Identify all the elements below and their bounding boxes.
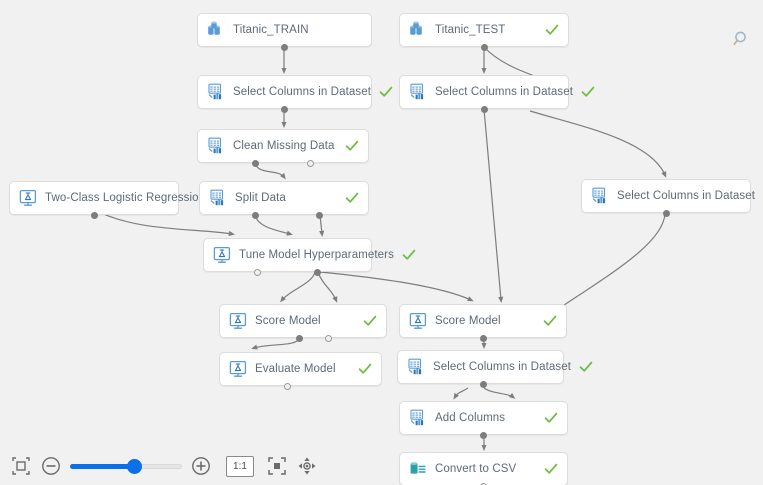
pan-button[interactable]	[292, 451, 322, 481]
node-port[interactable]	[480, 431, 487, 439]
model-icon	[213, 246, 231, 263]
node-label: Select Columns in Dataset	[233, 86, 372, 98]
node-port[interactable]	[296, 334, 304, 342]
zoom-out-button[interactable]	[36, 451, 66, 481]
pan-icon	[298, 457, 316, 475]
bottom-toolbar[interactable]: 1:1	[0, 447, 763, 485]
status-check-icon	[544, 412, 558, 423]
status-check-icon	[345, 192, 359, 203]
node-tune-model[interactable]: Tune Model Hyperparameters	[203, 238, 416, 272]
status-check-icon	[543, 315, 557, 326]
model-icon	[19, 189, 37, 206]
node-label: Convert to CSV	[435, 463, 517, 475]
node-select-cols-2[interactable]: Select Columns in Dataset	[399, 75, 595, 109]
zoom-in-button[interactable]	[186, 451, 216, 481]
node-titanic-train[interactable]: Titanic_TRAIN	[197, 13, 372, 47]
fit-selection-icon	[12, 457, 30, 475]
node-score-model-2[interactable]: Score Model	[399, 304, 567, 338]
node-label: Add Columns	[435, 412, 506, 424]
zoom-slider-thumb[interactable]	[126, 459, 142, 474]
node-label: Score Model	[255, 315, 321, 327]
node-score-model-1[interactable]: Score Model	[219, 304, 387, 338]
zoom-in-icon	[192, 457, 210, 475]
zoom-slider[interactable]	[70, 457, 182, 475]
fit-selection-button[interactable]	[6, 451, 36, 481]
status-check-icon	[358, 363, 372, 374]
node-port[interactable]	[662, 209, 670, 217]
fit-to-screen-icon	[268, 457, 286, 475]
node-port[interactable]	[281, 105, 288, 113]
convert-icon	[410, 462, 426, 474]
fit-to-screen-button[interactable]	[262, 451, 292, 481]
columns-icon	[408, 358, 422, 375]
columns-icon	[592, 187, 606, 204]
node-port[interactable]	[480, 380, 488, 388]
dataset-icon	[208, 21, 220, 35]
node-port[interactable]	[324, 334, 332, 342]
node-port[interactable]	[251, 159, 259, 167]
status-check-icon	[545, 24, 559, 35]
node-port[interactable]	[314, 268, 322, 276]
node-label: Evaluate Model	[255, 363, 336, 375]
node-label: Titanic_TEST	[435, 24, 506, 36]
node-clean-missing[interactable]: Clean Missing Data	[197, 129, 369, 163]
zoom-reset-label: 1:1	[233, 460, 247, 472]
node-label: Split Data	[235, 192, 286, 204]
zoom-reset-button[interactable]: 1:1	[226, 455, 254, 477]
node-port[interactable]	[480, 105, 488, 113]
node-port[interactable]	[283, 382, 291, 390]
node-port[interactable]	[253, 268, 261, 276]
search-button[interactable]	[729, 26, 755, 52]
node-label: Select Columns in Dataset	[617, 190, 756, 202]
columns-icon	[208, 137, 222, 154]
node-port[interactable]	[316, 211, 324, 219]
columns-icon	[208, 83, 222, 100]
model-icon	[409, 312, 427, 329]
node-two-class-lr[interactable]: Two-Class Logistic Regression	[9, 181, 227, 215]
node-port[interactable]	[307, 159, 315, 167]
model-icon	[229, 312, 247, 329]
node-select-cols-4[interactable]: Select Columns in Dataset	[397, 350, 593, 384]
node-label: Select Columns in Dataset	[435, 86, 574, 98]
node-port[interactable]	[251, 211, 259, 219]
status-check-icon	[379, 86, 393, 97]
node-label: Clean Missing Data	[233, 140, 335, 152]
status-check-icon	[544, 463, 558, 474]
columns-icon	[410, 83, 424, 100]
zoom-slider-fill	[70, 464, 134, 469]
node-convert-to-csv[interactable]: Convert to CSV	[399, 452, 568, 485]
node-port[interactable]	[480, 482, 487, 485]
dataset-icon	[410, 21, 422, 35]
node-port[interactable]	[479, 334, 487, 342]
node-select-cols-3[interactable]: Select Columns in Dataset	[581, 179, 755, 213]
columns-icon	[410, 409, 424, 426]
node-label: Select Columns in Dataset	[433, 361, 572, 373]
node-titanic-test[interactable]: Titanic_TEST	[399, 13, 569, 47]
node-port[interactable]	[281, 43, 288, 51]
node-label: Tune Model Hyperparameters	[239, 249, 394, 261]
status-check-icon	[402, 249, 416, 260]
status-check-icon	[363, 315, 377, 326]
zoom-out-icon	[42, 457, 60, 475]
node-label: Titanic_TRAIN	[233, 24, 309, 36]
node-split-data[interactable]: Split Data	[199, 181, 369, 215]
node-port[interactable]	[480, 43, 488, 51]
status-check-icon	[579, 361, 593, 372]
search-icon	[733, 31, 746, 45]
node-evaluate-model[interactable]: Evaluate Model	[219, 352, 382, 386]
node-label: Two-Class Logistic Regression	[45, 192, 206, 204]
status-check-icon	[345, 140, 359, 151]
node-port[interactable]	[90, 211, 98, 219]
node-add-columns[interactable]: Add Columns	[399, 401, 568, 435]
model-icon	[229, 360, 247, 377]
columns-icon	[210, 189, 224, 206]
status-check-icon	[581, 86, 595, 97]
node-label: Score Model	[435, 315, 501, 327]
node-select-cols-1[interactable]: Select Columns in Dataset	[197, 75, 393, 109]
